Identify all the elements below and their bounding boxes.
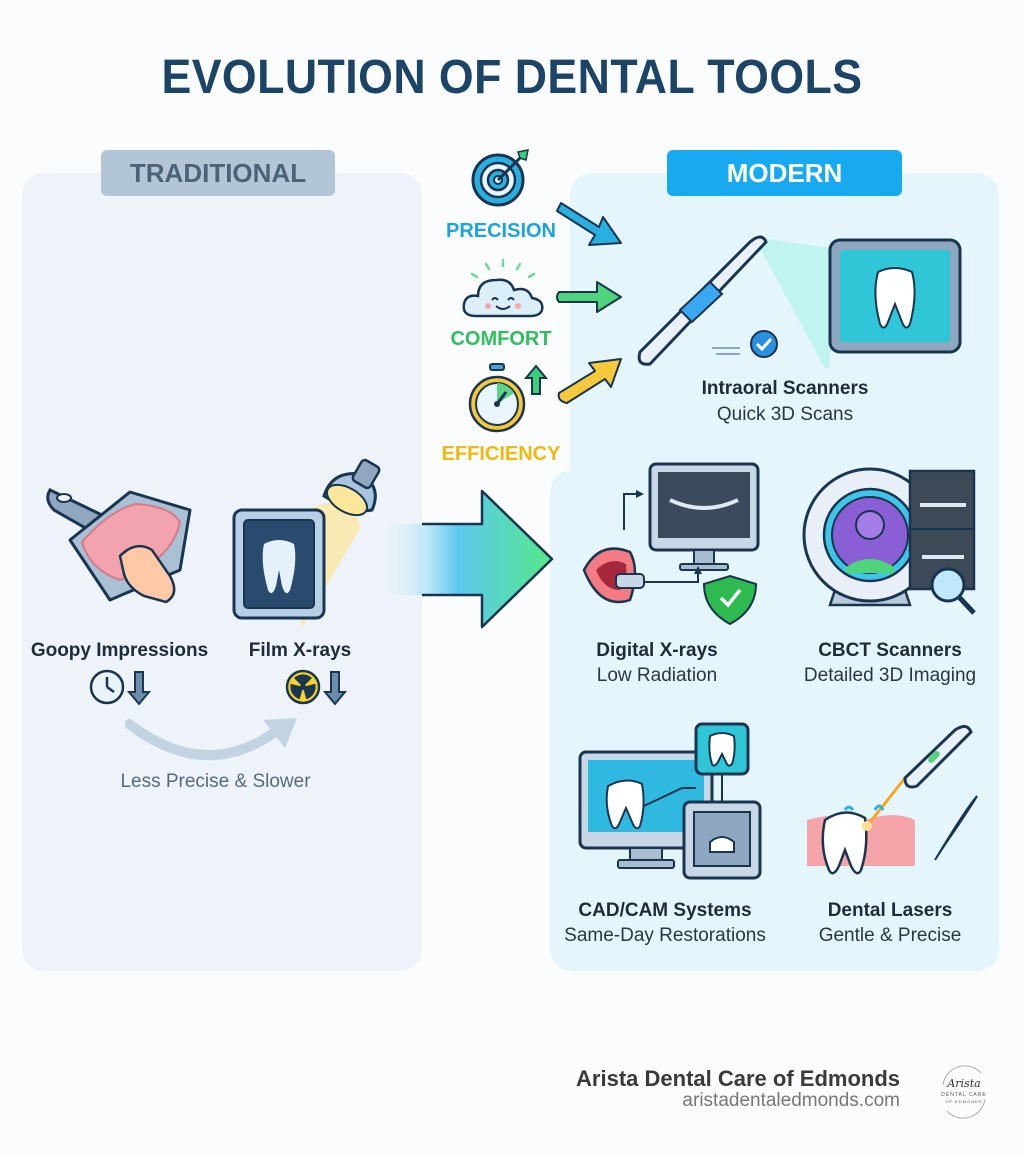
cbct-scanner-icon: [800, 465, 980, 635]
stopwatch-icon: [468, 360, 552, 436]
tool-goopy-impressions: Goopy Impressions: [30, 640, 209, 661]
down-arrow-icon: [323, 670, 347, 706]
brand-logo: Arista DENTAL CARE OF EDMONDS: [937, 1065, 991, 1119]
tool-intraoral-scanners: Intraoral Scanners: [701, 378, 869, 399]
arrow-comfort-icon: [555, 280, 625, 314]
tool-film-xrays: Film X-rays: [248, 640, 352, 661]
curved-arrow-icon: [125, 712, 305, 772]
traditional-header: TRADITIONAL: [101, 150, 335, 196]
brand-name: Arista Dental Care of Edmonds: [576, 1066, 900, 1091]
tool-dental-lasers-subtitle: Gentle & Precise: [818, 925, 962, 946]
traditional-note: Less Precise & Slower: [120, 771, 311, 792]
radiation-icon: [284, 668, 322, 706]
page-title: EVOLUTION OF DENTAL TOOLS: [161, 51, 863, 104]
benefit-comfort: COMFORT: [450, 328, 552, 350]
tool-cbct-scanners: CBCT Scanners: [818, 640, 962, 661]
tool-cad-cam-systems-subtitle: Same-Day Restorations: [564, 925, 766, 946]
intraoral-scanner-icon: [630, 228, 970, 368]
down-arrow-icon: [127, 670, 151, 706]
impression-tray-icon: [40, 470, 200, 620]
film-xray-icon: [232, 458, 402, 628]
tool-digital-xrays-subtitle: Low Radiation: [596, 665, 718, 686]
digital-xray-icon: [580, 460, 770, 635]
benefit-efficiency: EFFICIENCY: [441, 443, 561, 465]
tool-dental-lasers: Dental Lasers: [827, 900, 953, 921]
tool-cad-cam-systems: CAD/CAM Systems: [578, 900, 752, 921]
tool-digital-xrays: Digital X-rays: [596, 640, 718, 661]
tool-intraoral-scanners-subtitle: Quick 3D Scans: [716, 404, 854, 425]
logo-line2: OF EDMONDS: [945, 1099, 983, 1104]
arrow-precision-icon: [555, 195, 625, 250]
traditional-panel: [22, 173, 422, 971]
target-icon: [470, 148, 530, 208]
cloud-icon: [458, 258, 548, 320]
modern-header: MODERN: [667, 150, 902, 196]
benefit-precision: PRECISION: [445, 220, 557, 242]
cad-cam-icon: [578, 722, 768, 882]
transition-arrow-icon: [380, 487, 555, 632]
logo-line1: DENTAL CARE: [941, 1092, 987, 1098]
brand-url[interactable]: aristadentaledmonds.com: [682, 1090, 900, 1111]
dental-laser-icon: [805, 720, 985, 880]
tool-cbct-scanners-subtitle: Detailed 3D Imaging: [803, 665, 977, 686]
clock-icon: [88, 668, 126, 706]
logo-script: Arista: [947, 1077, 981, 1090]
arrow-efficiency-icon: [555, 355, 625, 407]
